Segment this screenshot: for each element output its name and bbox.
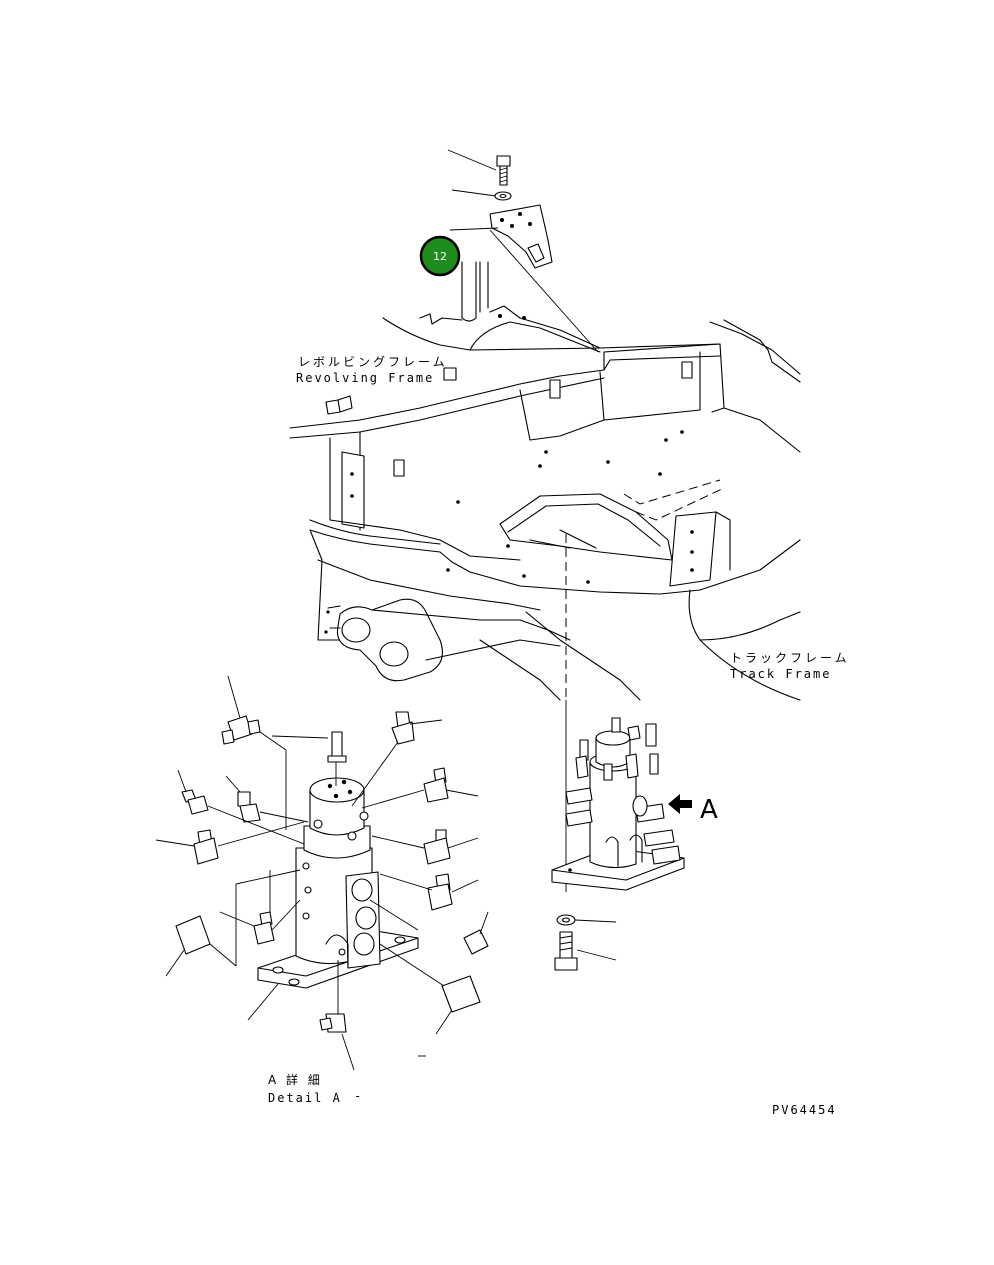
track-frame-jp-label: トラックフレーム (730, 651, 850, 665)
stand-pipe (449, 227, 599, 353)
bottom-mounting-hardware (554, 914, 617, 971)
detail-en-label: Detail A (268, 1091, 342, 1105)
revolving-frame (289, 305, 801, 595)
track-frame-en-label: Track Frame (730, 667, 831, 681)
callout-12-number: 12 (433, 250, 447, 263)
top-mounting-hardware (447, 149, 553, 269)
swivel-joint-assembled (551, 717, 685, 891)
detail-a-exploded (155, 675, 489, 1071)
view-arrow-label: A (700, 795, 718, 825)
revolving-frame-jp-label: レボルビングフレーム (298, 355, 448, 369)
detail-jp-label: A 詳 細 (268, 1072, 323, 1087)
callout-12-circle[interactable] (419, 235, 461, 277)
figure-code: PV64454 (772, 1103, 837, 1117)
track-frame (309, 529, 801, 701)
callout-12[interactable]: 12 (419, 235, 461, 277)
revolving-frame-en-label: Revolving Frame (296, 371, 434, 385)
detail-dash: - (354, 1089, 363, 1103)
view-arrow: A (668, 794, 718, 825)
